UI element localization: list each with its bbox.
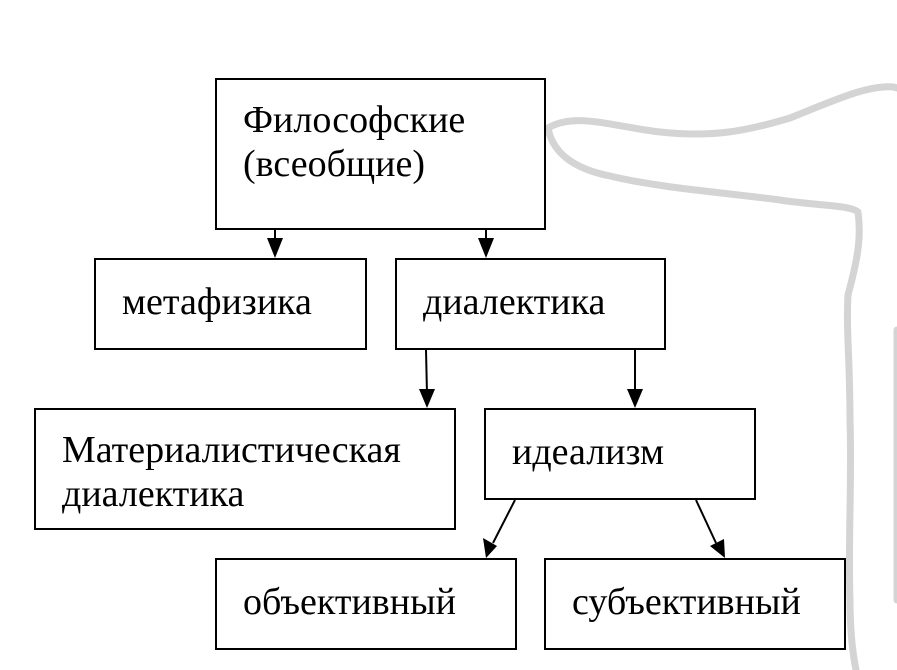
node-objective-label: объективный	[243, 581, 456, 623]
node-subjective: субъективный	[544, 558, 846, 650]
watermark-outline	[544, 83, 897, 670]
node-dialectics: диалектика	[395, 258, 666, 350]
arrowhead	[419, 389, 435, 408]
edge-root-metaphysics	[267, 230, 283, 258]
edge-idealism-subjective	[695, 499, 725, 558]
node-metaphysics: метафизика	[94, 258, 367, 350]
node-metaphysics-label: метафизика	[122, 281, 312, 323]
edge-dialectics-idealism	[627, 350, 643, 408]
arrowhead	[627, 389, 643, 408]
arrowhead	[483, 538, 497, 558]
node-dialectics-label: диалектика	[423, 281, 606, 323]
node-idealism-label: идеализм	[512, 431, 665, 473]
edge-root-dialectics	[478, 230, 494, 258]
node-idealism: идеализм	[484, 408, 756, 500]
node-subjective-label: субъективный	[572, 581, 801, 623]
node-philosophical-label: Философские (всеобщие)	[243, 99, 466, 185]
node-philosophical: Философские (всеобщие)	[215, 78, 546, 230]
edge-dialectics-materialist	[419, 349, 435, 408]
node-objective: объективный	[215, 558, 517, 650]
node-materialist-dialectics: Материалистическая диалектика	[34, 408, 456, 530]
node-materialist-dialectics-label: Материалистическая диалектика	[62, 429, 401, 515]
arrowhead	[478, 238, 494, 258]
edge-idealism-objective	[483, 499, 516, 558]
arrowhead	[267, 238, 283, 258]
arrowhead	[710, 539, 725, 558]
